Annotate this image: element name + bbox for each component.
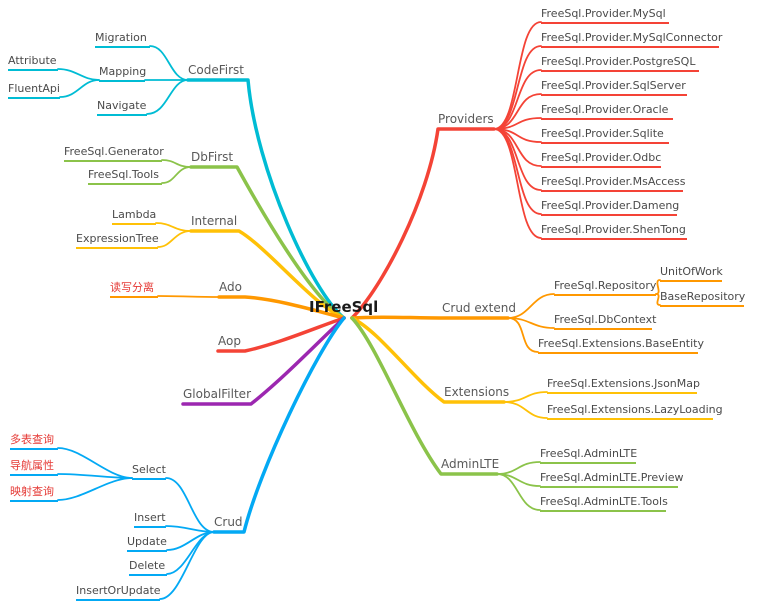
dbfirst-branch-line (189, 165, 346, 320)
node-read-write-separation[interactable]: 读写分离 (110, 281, 158, 298)
crud-branch (57, 316, 346, 600)
providers-branch-line (350, 127, 496, 320)
node-internal[interactable]: Internal (191, 214, 238, 228)
node-navigate[interactable]: Navigate (97, 99, 147, 116)
provider-mysqlconnector-connector (493, 45, 542, 130)
node-freesql-generator[interactable]: FreeSql.Generator (64, 145, 164, 162)
node-adminlte-core[interactable]: FreeSql.AdminLTE (540, 447, 637, 464)
node-ado[interactable]: Ado (219, 280, 242, 294)
internal-branch (155, 222, 346, 320)
adminlte-core-connector (496, 461, 541, 475)
node-migration[interactable]: Migration (95, 31, 150, 48)
crud-extend-branch (350, 279, 661, 353)
provider-shentong-connector (493, 128, 542, 239)
node-provider-oracle[interactable]: FreeSql.Provider.Oracle (541, 103, 673, 120)
node-provider-mysql[interactable]: FreeSql.Provider.MySql (541, 7, 669, 24)
mapping-query-connector (57, 477, 133, 501)
node-select[interactable]: Select (132, 463, 166, 480)
node-adminlte-tools[interactable]: FreeSql.AdminLTE.Tools (540, 495, 668, 512)
globalfilter-branch (181, 316, 346, 406)
node-extensions-lazyloading[interactable]: FreeSql.Extensions.LazyLoading (547, 403, 723, 420)
extensions-branch-line (350, 316, 506, 404)
root-topic[interactable]: IFreeSql (309, 298, 379, 316)
node-freesql-tools[interactable]: FreeSql.Tools (88, 168, 162, 185)
providers-branch (350, 21, 542, 320)
adminlte-tools-connector (496, 473, 541, 511)
node-insertorupdate[interactable]: InsertOrUpdate (76, 584, 161, 601)
node-provider-postgresql[interactable]: FreeSql.Provider.PostgreSQL (541, 55, 699, 72)
tools-connector (161, 166, 192, 184)
node-expressiontree[interactable]: ExpressionTree (76, 232, 159, 249)
node-fluentapi[interactable]: FluentApi (8, 82, 60, 99)
node-provider-sqlserver[interactable]: FreeSql.Provider.SqlServer (541, 79, 687, 96)
node-lambda[interactable]: Lambda (112, 208, 156, 225)
fluentapi-connector (59, 79, 100, 98)
node-mapping[interactable]: Mapping (99, 65, 146, 82)
node-provider-odbc[interactable]: FreeSql.Provider.Odbc (541, 151, 661, 168)
node-mapping-query[interactable]: 映射查询 (10, 485, 58, 502)
lambda-connector (155, 222, 192, 232)
node-freesql-dbcontext[interactable]: FreeSql.DbContext (554, 313, 656, 330)
provider-mysql-connector (493, 21, 542, 130)
node-unitofwork[interactable]: UnitOfWork (660, 265, 723, 282)
ado-branch-line (217, 295, 346, 320)
node-extensions-jsonmap[interactable]: FreeSql.Extensions.JsonMap (547, 377, 700, 394)
node-insert[interactable]: Insert (134, 511, 166, 528)
repository-connector (507, 293, 555, 319)
aop-branch-line (216, 316, 346, 353)
node-provider-mysqlconnector[interactable]: FreeSql.Provider.MySqlConnector (541, 31, 722, 48)
attribute-connector (57, 68, 100, 81)
select-connector (165, 477, 215, 533)
node-providers[interactable]: Providers (438, 112, 494, 126)
delete-connector (166, 531, 215, 575)
internal-branch-line (189, 229, 346, 320)
read-write-separation-connector (157, 295, 220, 298)
node-update[interactable]: Update (127, 535, 167, 552)
node-provider-msaccess[interactable]: FreeSql.Provider.MsAccess (541, 175, 686, 192)
node-provider-shentong[interactable]: FreeSql.Provider.ShenTong (541, 223, 687, 240)
ado-branch (157, 295, 346, 320)
node-extensions-baseentity[interactable]: FreeSql.Extensions.BaseEntity (538, 337, 704, 354)
codefirst-branch-line (186, 78, 346, 320)
extensions-branch (350, 316, 548, 419)
node-delete[interactable]: Delete (129, 559, 167, 576)
node-codefirst[interactable]: CodeFirst (188, 63, 244, 77)
migration-connector (149, 45, 189, 81)
node-navigation-property[interactable]: 导航属性 (10, 459, 58, 476)
globalfilter-branch-line (181, 316, 346, 406)
jsonmap-connector (503, 391, 548, 403)
node-provider-dameng[interactable]: FreeSql.Provider.Dameng (541, 199, 679, 216)
navigate-connector (146, 79, 189, 115)
generator-connector (161, 159, 192, 168)
node-attribute[interactable]: Attribute (8, 54, 58, 71)
node-adminlte[interactable]: AdminLTE (441, 457, 500, 471)
baserepository-connector (655, 293, 661, 306)
node-freesql-repository[interactable]: FreeSql.Repository (554, 279, 656, 296)
adminlte-branch-line (350, 316, 499, 476)
node-baserepository[interactable]: BaseRepository (660, 290, 745, 307)
node-globalfilter[interactable]: GlobalFilter (183, 387, 251, 401)
node-adminlte-preview[interactable]: FreeSql.AdminLTE.Preview (540, 471, 684, 488)
aop-branch (216, 316, 346, 353)
codefirst-branch (57, 45, 346, 320)
crud-branch-line (212, 316, 346, 534)
node-extensions[interactable]: Extensions (444, 385, 510, 399)
insertorupdate-connector (159, 531, 215, 600)
node-aop[interactable]: Aop (218, 334, 241, 348)
baseentity-connector (507, 317, 539, 353)
node-dbfirst[interactable]: DbFirst (191, 150, 234, 164)
adminlte-branch (350, 316, 541, 511)
node-provider-sqlite[interactable]: FreeSql.Provider.Sqlite (541, 127, 669, 144)
expressiontree-connector (157, 230, 192, 248)
crud-extend-branch-line (350, 315, 510, 320)
node-crud[interactable]: Crud (214, 515, 243, 529)
node-crud-extend[interactable]: Crud extend (442, 301, 516, 315)
dbfirst-branch (161, 159, 346, 320)
node-multi-table-query[interactable]: 多表查询 (10, 433, 58, 450)
lazyloading-connector (503, 401, 548, 419)
